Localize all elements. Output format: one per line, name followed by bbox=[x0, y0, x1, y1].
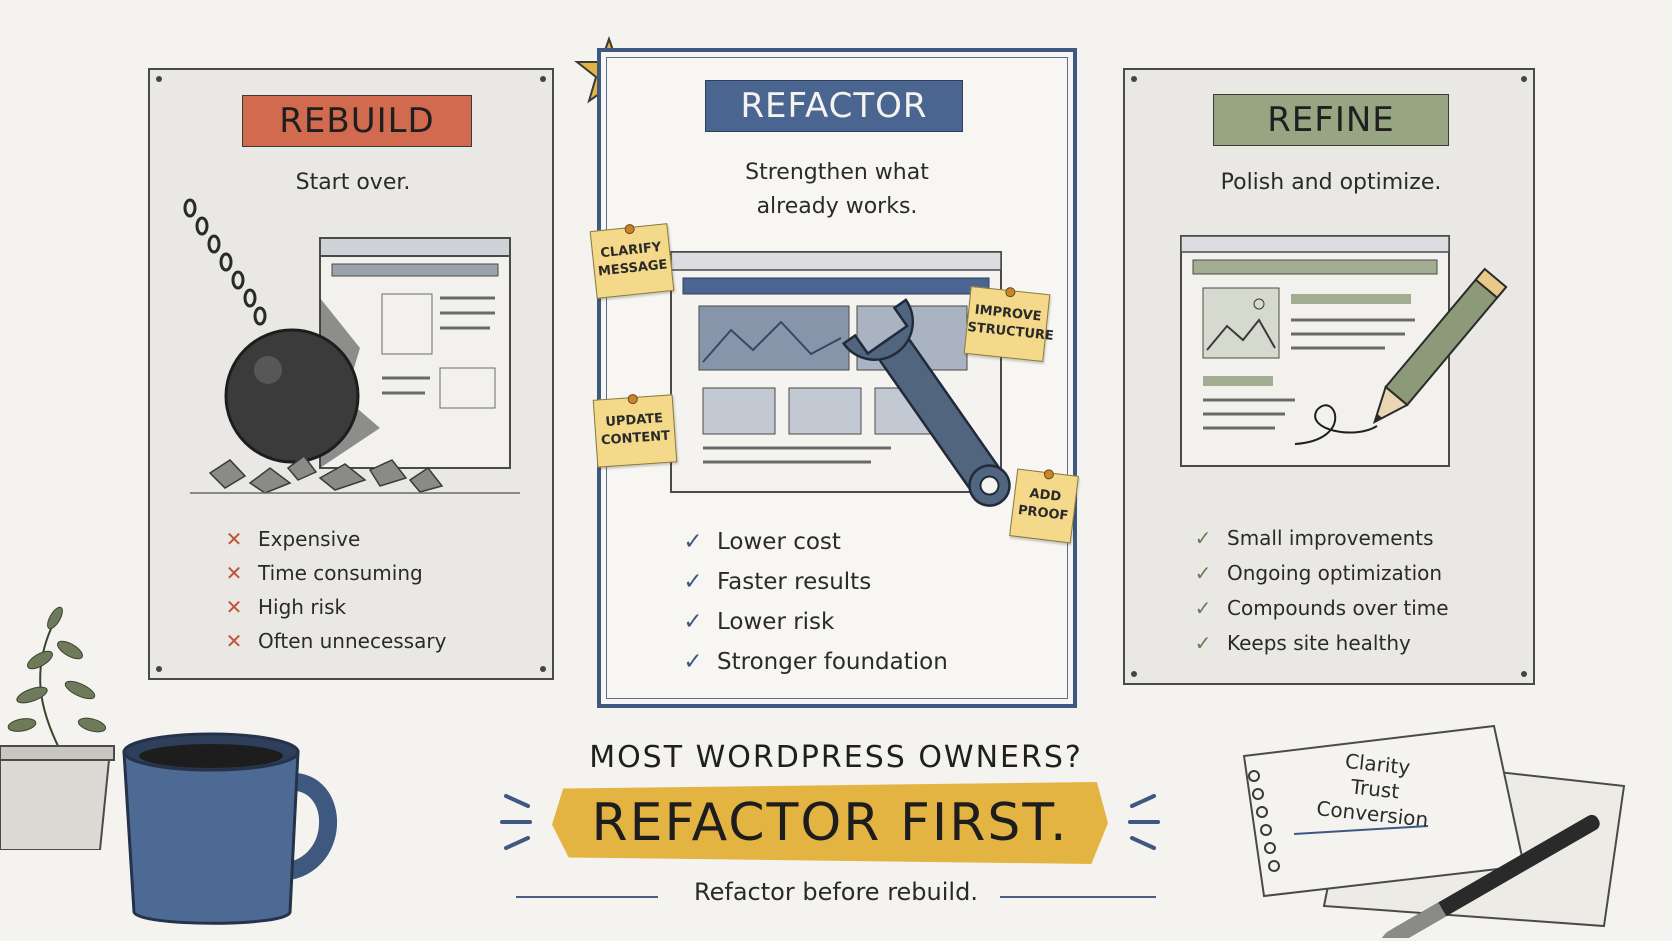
x-icon: ✕ bbox=[225, 595, 243, 619]
pen-icon bbox=[1371, 814, 1600, 938]
pin-icon bbox=[156, 666, 162, 672]
pencil-icon bbox=[1372, 267, 1508, 425]
divider bbox=[1000, 896, 1156, 898]
rebuild-panel: REBUILD Start over. bbox=[148, 68, 554, 680]
list-item: ✕High risk bbox=[220, 590, 446, 624]
pin-icon bbox=[624, 223, 636, 235]
website-polish-illustration bbox=[1180, 235, 1508, 467]
rebuild-list: ✕Expensive ✕Time consuming ✕High risk ✕O… bbox=[220, 522, 447, 658]
list-item: ✓Faster results bbox=[679, 562, 948, 602]
notebook-and-pen-icon bbox=[1242, 724, 1626, 938]
pin-icon bbox=[540, 666, 546, 672]
check-icon: ✓ bbox=[683, 609, 703, 635]
list-item: ✓Ongoing optimization bbox=[1189, 555, 1449, 590]
pin-icon bbox=[540, 76, 546, 82]
pin-icon bbox=[1521, 671, 1527, 677]
check-icon: ✓ bbox=[683, 529, 703, 555]
refine-title: REFINE bbox=[1213, 94, 1449, 146]
pin-icon bbox=[1131, 76, 1137, 82]
list-item: ✓Stronger foundation bbox=[679, 642, 947, 682]
check-icon: ✓ bbox=[683, 649, 703, 675]
list-item: ✕Often unnecessary bbox=[220, 624, 447, 658]
list-item: ✓Small improvements bbox=[1189, 520, 1449, 555]
refine-list: ✓Small improvements ✓Ongoing optimizatio… bbox=[1189, 520, 1449, 660]
rebuild-title: REBUILD bbox=[242, 95, 472, 147]
browser-window-icon bbox=[1180, 235, 1450, 467]
potted-plant-icon bbox=[0, 606, 115, 850]
pin-icon bbox=[1521, 76, 1527, 82]
refactor-title: REFACTOR bbox=[705, 80, 963, 132]
pin-icon bbox=[156, 76, 162, 82]
pin-icon bbox=[1131, 671, 1137, 677]
wrecking-ball-illustration bbox=[183, 198, 520, 494]
sticky-note-clarify: CLARIFY MESSAGE bbox=[589, 223, 675, 299]
list-item: ✕Expensive bbox=[220, 522, 446, 556]
sticky-note-update: UPDATE CONTENT bbox=[592, 393, 678, 468]
headline-question: MOST WORDPRESS OWNERS? bbox=[589, 740, 1083, 775]
refine-panel: REFINE Polish and optimize. bbox=[1123, 68, 1535, 685]
list-item: ✓Keeps site healthy bbox=[1189, 625, 1449, 660]
check-icon: ✓ bbox=[683, 569, 703, 595]
check-icon: ✓ bbox=[1194, 630, 1212, 655]
check-icon: ✓ bbox=[1194, 595, 1212, 620]
list-item: ✓Lower risk bbox=[679, 602, 948, 642]
refactor-subtitle-line2: already works. bbox=[756, 194, 918, 219]
refactor-list: ✓Lower cost ✓Faster results ✓Lower risk … bbox=[679, 522, 948, 682]
rebuild-subtitle: Start over. bbox=[295, 170, 411, 195]
check-icon: ✓ bbox=[1194, 525, 1212, 550]
emphasis-dashes-left-icon bbox=[500, 794, 532, 850]
website-refactor-illustration bbox=[670, 251, 1011, 507]
refactor-panel: REFACTOR Strengthen what already works. bbox=[589, 48, 1079, 708]
check-icon: ✓ bbox=[1194, 560, 1212, 585]
wrecking-ball-icon bbox=[224, 328, 360, 464]
pin-icon bbox=[1004, 286, 1016, 298]
sticky-note-proof: ADD PROOF bbox=[1009, 468, 1079, 544]
refactor-subtitle-line1: Strengthen what bbox=[745, 160, 929, 185]
coffee-mug-icon bbox=[122, 732, 338, 925]
divider bbox=[516, 896, 658, 898]
refine-subtitle: Polish and optimize. bbox=[1220, 170, 1442, 195]
headline-banner: REFACTOR FIRST. bbox=[552, 782, 1108, 864]
x-icon: ✕ bbox=[225, 629, 243, 653]
list-item: ✓Lower cost bbox=[679, 522, 948, 562]
browser-window-icon bbox=[670, 251, 1002, 493]
x-icon: ✕ bbox=[225, 561, 243, 585]
pin-icon bbox=[1043, 468, 1055, 480]
x-icon: ✕ bbox=[225, 527, 243, 551]
wrench-icon bbox=[841, 298, 1011, 507]
emphasis-dashes-right-icon bbox=[1128, 794, 1160, 850]
sticky-note-improve: IMPROVE STRUCTURE bbox=[963, 286, 1054, 362]
list-item: ✕Time consuming bbox=[220, 556, 446, 590]
pin-icon bbox=[627, 393, 639, 405]
tagline: Refactor before rebuild. bbox=[694, 878, 978, 906]
notebook-note: Clarity Trust Conversion bbox=[1315, 748, 1430, 832]
list-item: ✓Compounds over time bbox=[1189, 590, 1449, 625]
